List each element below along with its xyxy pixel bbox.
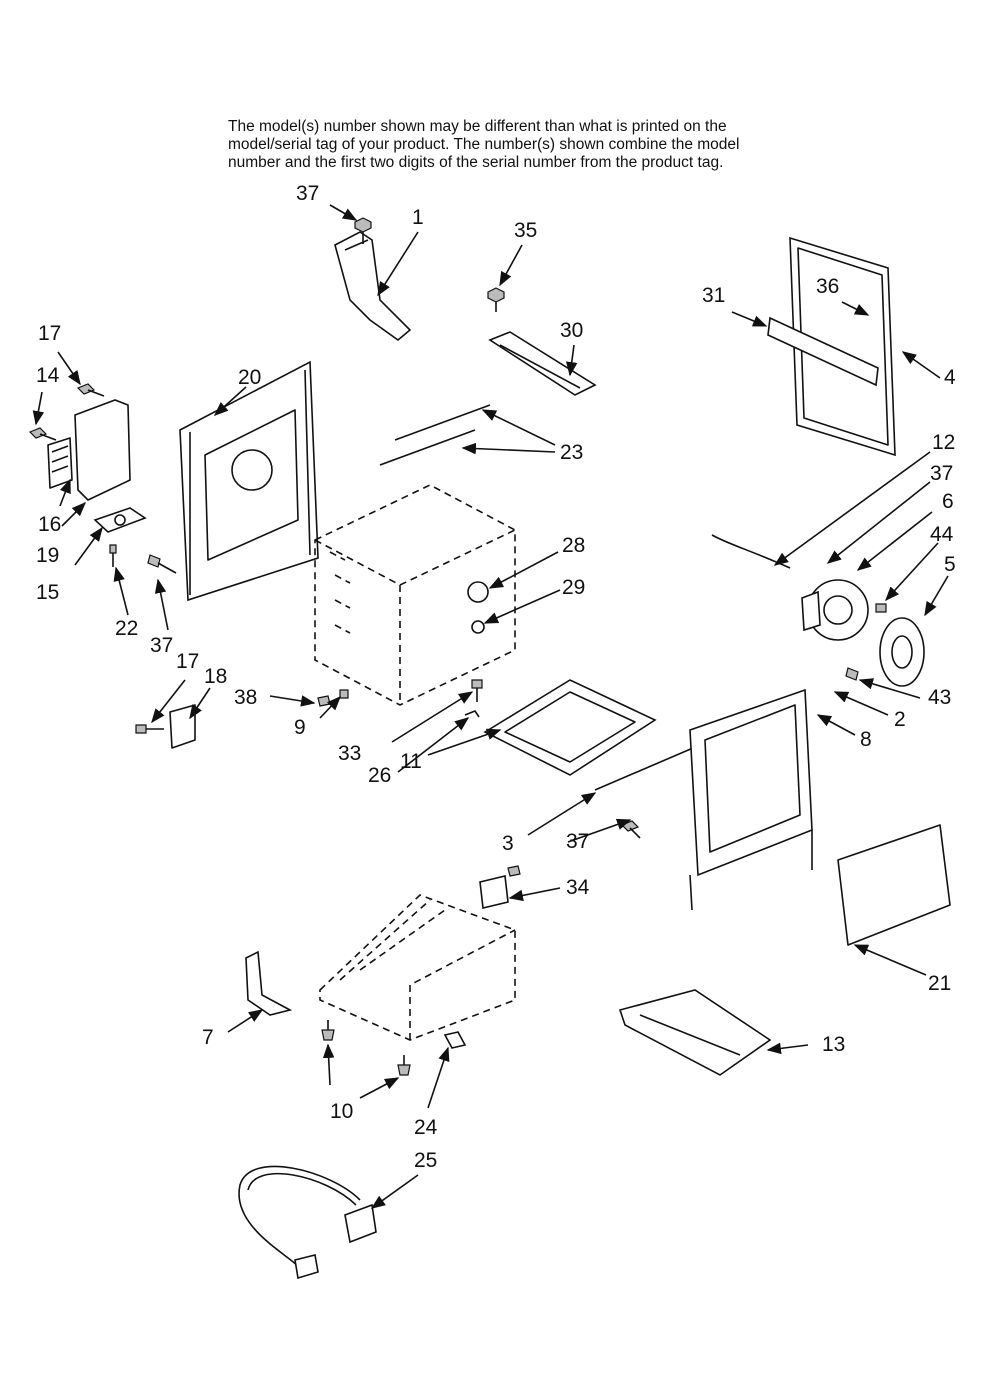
callout-29: 29: [562, 576, 585, 599]
callout-33: 33: [338, 742, 361, 765]
part-28-knob: [467, 581, 489, 603]
callout-18: 18: [204, 665, 227, 688]
part-6-fan-motor: [801, 579, 869, 641]
part-20-back-panel: [179, 360, 319, 602]
callout-6: 6: [942, 490, 954, 513]
callout-25: 25: [414, 1149, 437, 1172]
callout-30: 30: [560, 319, 583, 342]
part-30-bracket: [488, 331, 597, 396]
part-16-shield-box: [47, 399, 131, 501]
part-21-gasket: [837, 824, 951, 946]
part-23-rods: [379, 404, 491, 466]
base-frame: [319, 894, 516, 1041]
part-44-screw: [875, 603, 887, 613]
callout-34: 34: [566, 876, 590, 899]
callout-labels: 37 1 35 30 31 36 4 17 14 20 23 12 37 6 4…: [36, 182, 956, 1172]
callout-1: 1: [412, 206, 424, 229]
callout-8: 8: [860, 728, 872, 751]
callout-23: 23: [560, 441, 583, 464]
callout-3: 3: [502, 832, 514, 855]
callout-37: 37: [150, 634, 173, 657]
callout-19: 19: [36, 544, 59, 567]
callout-4: 4: [944, 366, 956, 389]
part-37-door-screw: [620, 820, 641, 839]
callout-44: 44: [930, 523, 954, 546]
part-37-side-screw: [147, 554, 177, 574]
callout-38: 38: [234, 686, 257, 709]
part-35-screw: [487, 287, 505, 312]
part-37-top-screw: [354, 217, 372, 244]
callout-14: 14: [36, 364, 60, 387]
callout-35: 35: [514, 219, 537, 242]
part-7-leveler-bracket: [245, 950, 293, 1016]
callout-7: 7: [202, 1026, 214, 1049]
part-3-rod: [594, 744, 701, 791]
callout-37: 37: [930, 462, 953, 485]
part-15-gasket: [93, 507, 147, 533]
oven-cavity: [314, 484, 516, 706]
model-number-note: The model(s) number shown may be differe…: [228, 118, 828, 172]
callout-37: 37: [296, 182, 319, 205]
note-line-3: number and the first two digits of the s…: [228, 154, 724, 171]
part-17-18-clip: [135, 704, 196, 749]
callout-43: 43: [928, 686, 951, 709]
callout-20: 20: [238, 366, 261, 389]
note-line-2: model/serial tag of your product. The nu…: [228, 136, 740, 153]
callout-13: 13: [822, 1033, 845, 1056]
part-13-tray: [618, 989, 772, 1076]
callout-11: 11: [400, 750, 422, 773]
callout-12: 12: [932, 431, 955, 454]
callout-5: 5: [944, 553, 956, 576]
part-5-fan-cover: [879, 617, 925, 687]
callout-36: 36: [816, 275, 839, 298]
callout-16: 16: [38, 513, 61, 536]
part-17-14-screws: [28, 383, 105, 441]
part-31-door-bracket: [767, 316, 879, 387]
callout-2: 2: [894, 708, 906, 731]
callout-17: 17: [176, 650, 199, 673]
part-4-door-panel: [789, 236, 896, 457]
part-24-clip: [443, 1031, 467, 1049]
part-34-block: [479, 875, 509, 909]
callout-21: 21: [928, 972, 951, 995]
part-29-light: [471, 620, 485, 634]
part-43-screw: [845, 667, 859, 681]
part-11-door-frame: [483, 679, 657, 776]
leader-arrows: [32, 204, 949, 1209]
callout-9: 9: [294, 716, 306, 739]
note-line-1: The model(s) number shown may be differe…: [228, 118, 727, 135]
callout-10: 10: [330, 1100, 353, 1123]
callout-22: 22: [115, 617, 138, 640]
part-22-screw: [109, 544, 117, 567]
part-25-power-cord: [238, 1165, 377, 1280]
callout-37: 37: [566, 830, 589, 853]
callout-28: 28: [562, 534, 585, 557]
callout-17: 17: [38, 322, 61, 345]
callout-26: 26: [368, 764, 391, 787]
callout-31: 31: [702, 284, 725, 307]
part-33-26-screw: [464, 679, 483, 718]
part-10-legs: [321, 1020, 411, 1076]
part-37-lower-screw: [507, 865, 521, 877]
callout-15: 15: [36, 581, 59, 604]
callout-24: 24: [414, 1116, 438, 1139]
part-1-handle-bracket: [334, 231, 412, 342]
part-8-front-frame: [689, 688, 813, 911]
